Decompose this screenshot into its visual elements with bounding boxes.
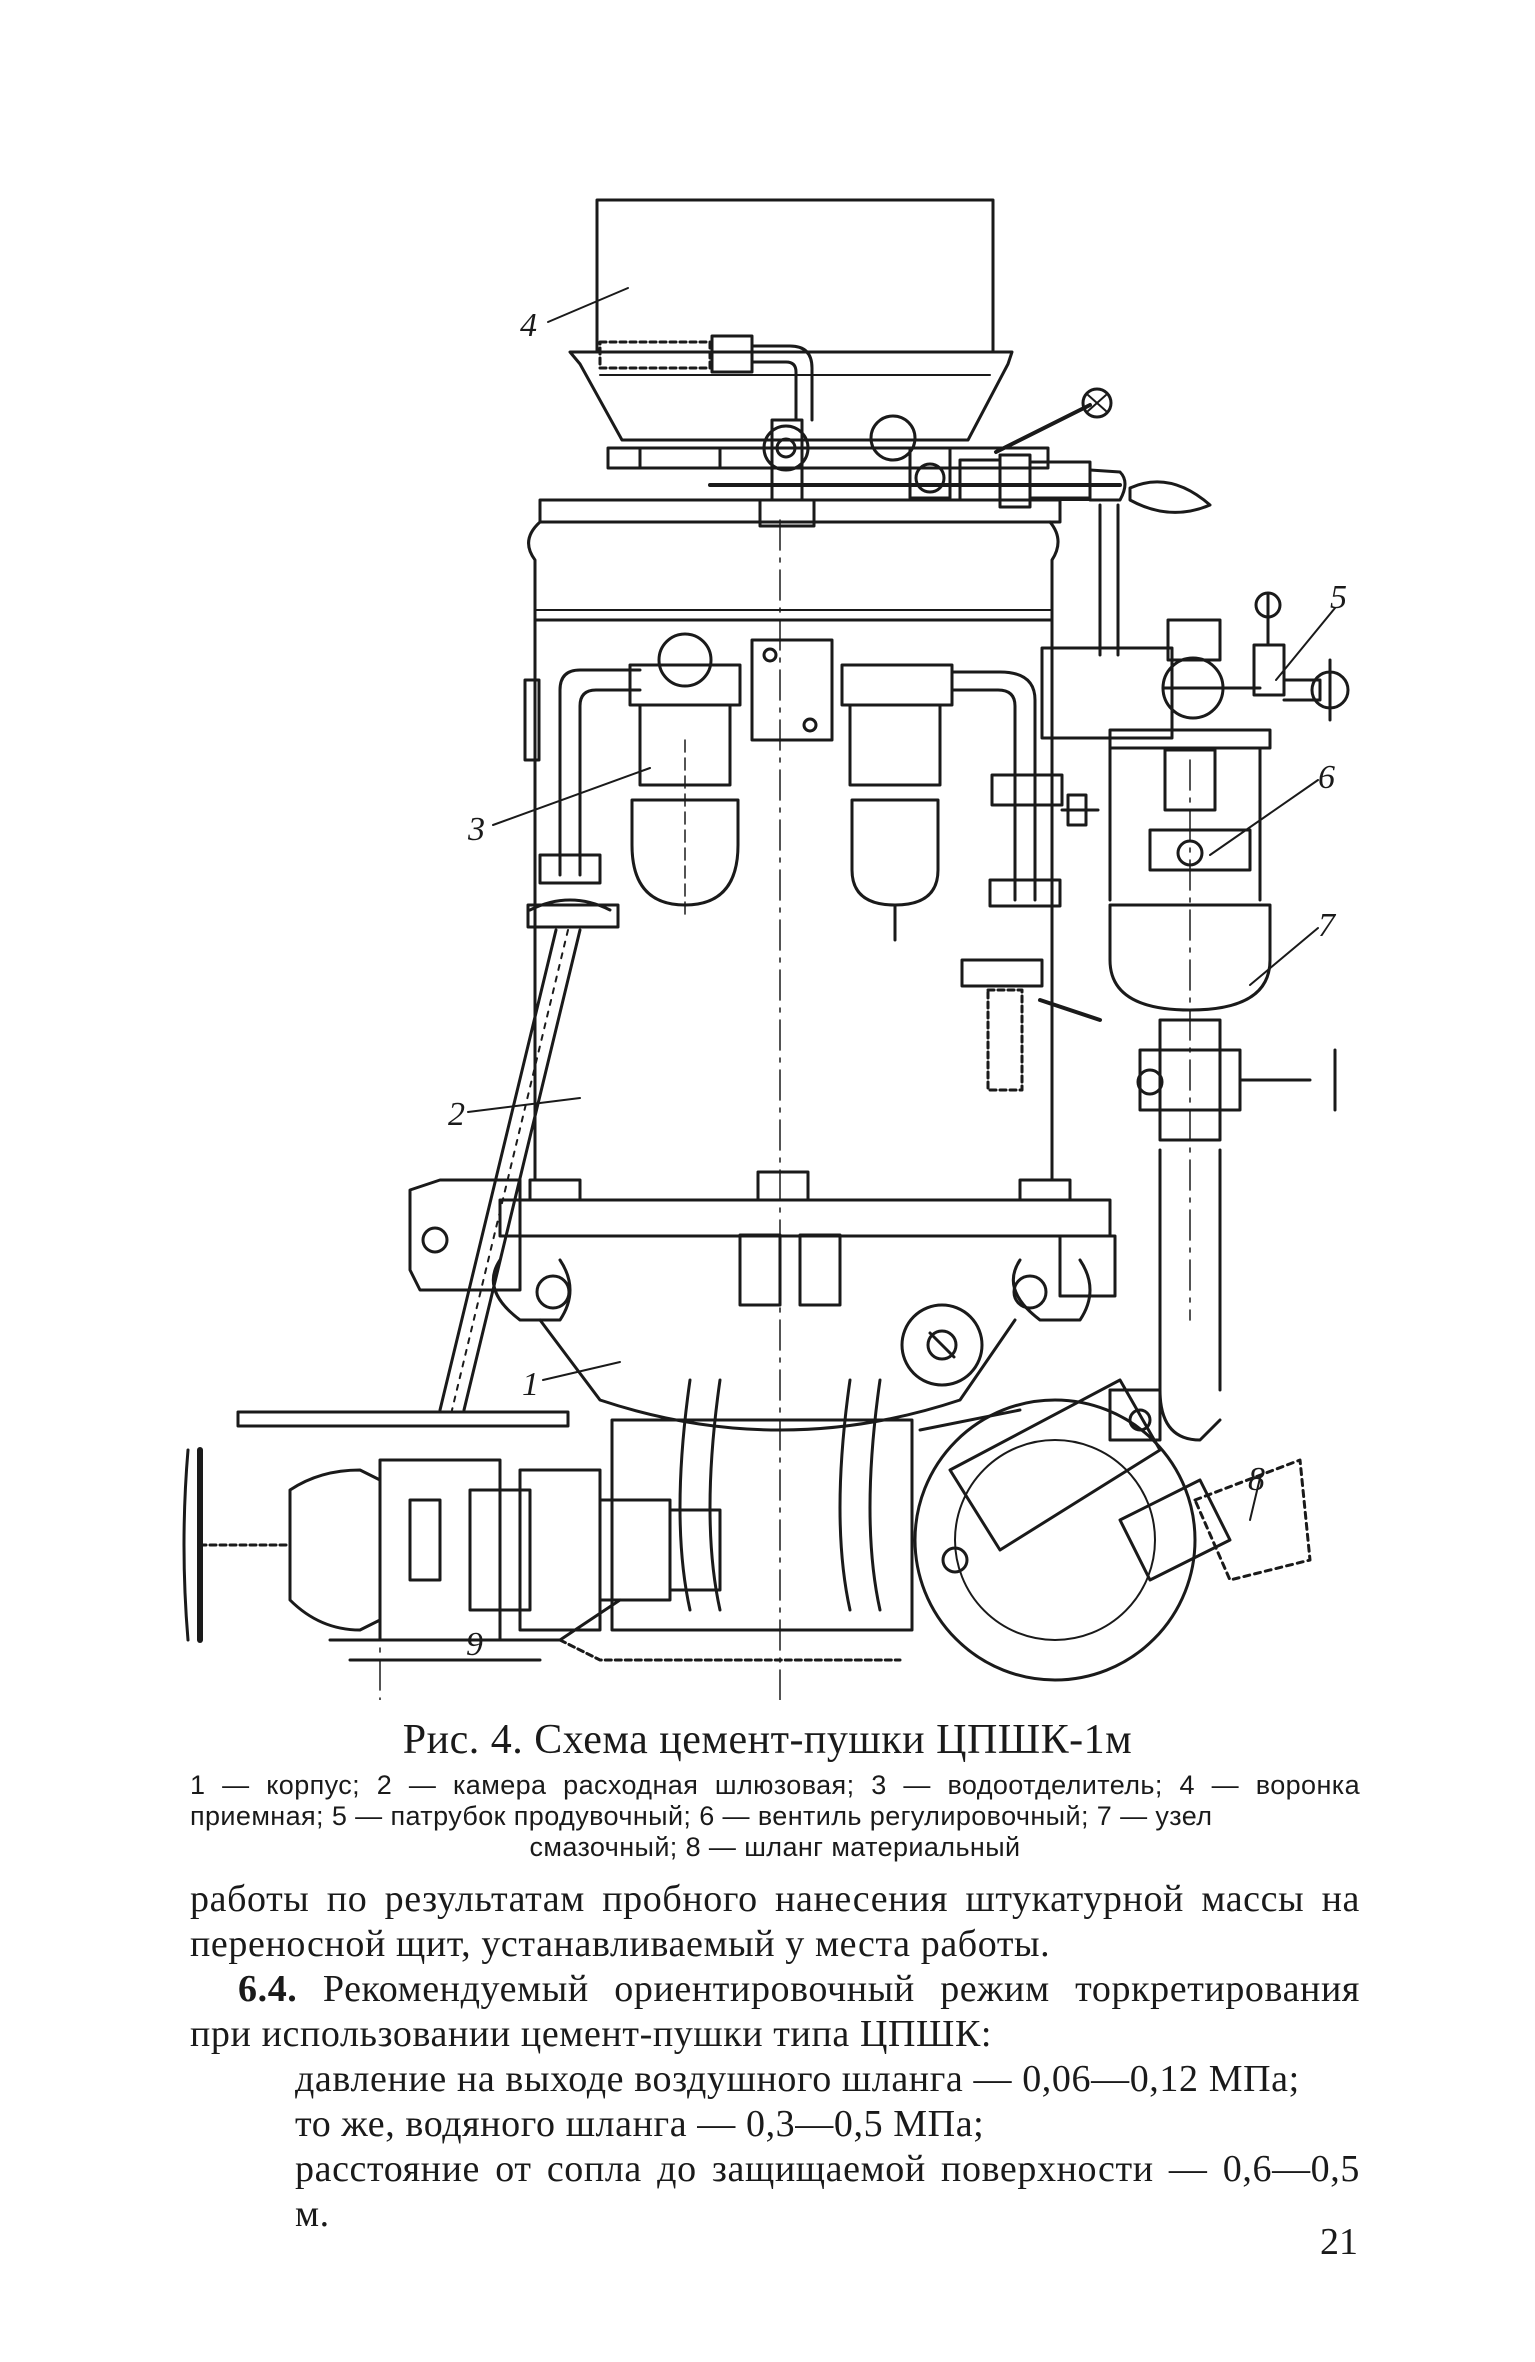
callout-2: 2 [448, 1096, 465, 1133]
legend-line: 1 — корпус; 2 — камера расходная шлюзова… [190, 1770, 1360, 1800]
list-item: то же, водяного шланга — 0,3—0,5 МПа; [295, 2103, 985, 2145]
upper-dome [523, 498, 1062, 1700]
callout-1: 1 [522, 1366, 539, 1403]
body-frame [408, 1170, 1117, 1432]
drive-unit [182, 1410, 902, 1700]
callout-8: 8 [1248, 1461, 1265, 1498]
sluice-chamber-hose [438, 928, 582, 1412]
section-number: 6.4. [238, 1968, 298, 2010]
right-valve-assembly [1108, 591, 1350, 1442]
section-text: Рекомендуемый ориентировочный режим торк… [190, 1968, 1360, 2055]
body-text: работы по результатам пробного нанесения… [190, 1877, 1360, 2237]
top-piping [598, 334, 1212, 528]
callout-9: 9 [466, 1626, 483, 1663]
figure-legend: 1 — корпус; 2 — камера расходная шлюзова… [190, 1770, 1360, 1863]
page-number: 21 [1320, 2221, 1358, 2263]
side-pipe [1040, 503, 1174, 740]
legend-line: приемная; 5 — патрубок продувочный; 6 — … [190, 1801, 1213, 1831]
list-item: расстояние от сопла до защищаемой поверх… [295, 2148, 1360, 2235]
water-separators [526, 632, 1102, 1092]
callout-5: 5 [1330, 579, 1347, 616]
figure-caption-title: Рис. 4. Схема цемент-пушки ЦПШК-1м [402, 1717, 1133, 1763]
callout-6: 6 [1318, 759, 1335, 796]
paragraph-6-4: 6.4. Рекомендуемый ориентировочный режим… [190, 1967, 1360, 2057]
cement-gun-diagram: 4 3 2 1 5 6 7 8 9 [182, 198, 1350, 1700]
feeder-assembly [610, 1378, 1312, 1682]
callout-3: 3 [467, 811, 485, 848]
callout-7: 7 [1318, 907, 1337, 944]
leader-lines [467, 287, 1336, 1521]
callout-4: 4 [520, 307, 537, 344]
legend-line: смазочный; 8 — шланг материальный [529, 1832, 1021, 1862]
list-item: давление на выходе воздушного шланга — 0… [295, 2058, 1300, 2100]
receiving-hopper [568, 198, 1050, 470]
paragraph-continuation: работы по результатам пробного нанесения… [190, 1878, 1360, 1965]
